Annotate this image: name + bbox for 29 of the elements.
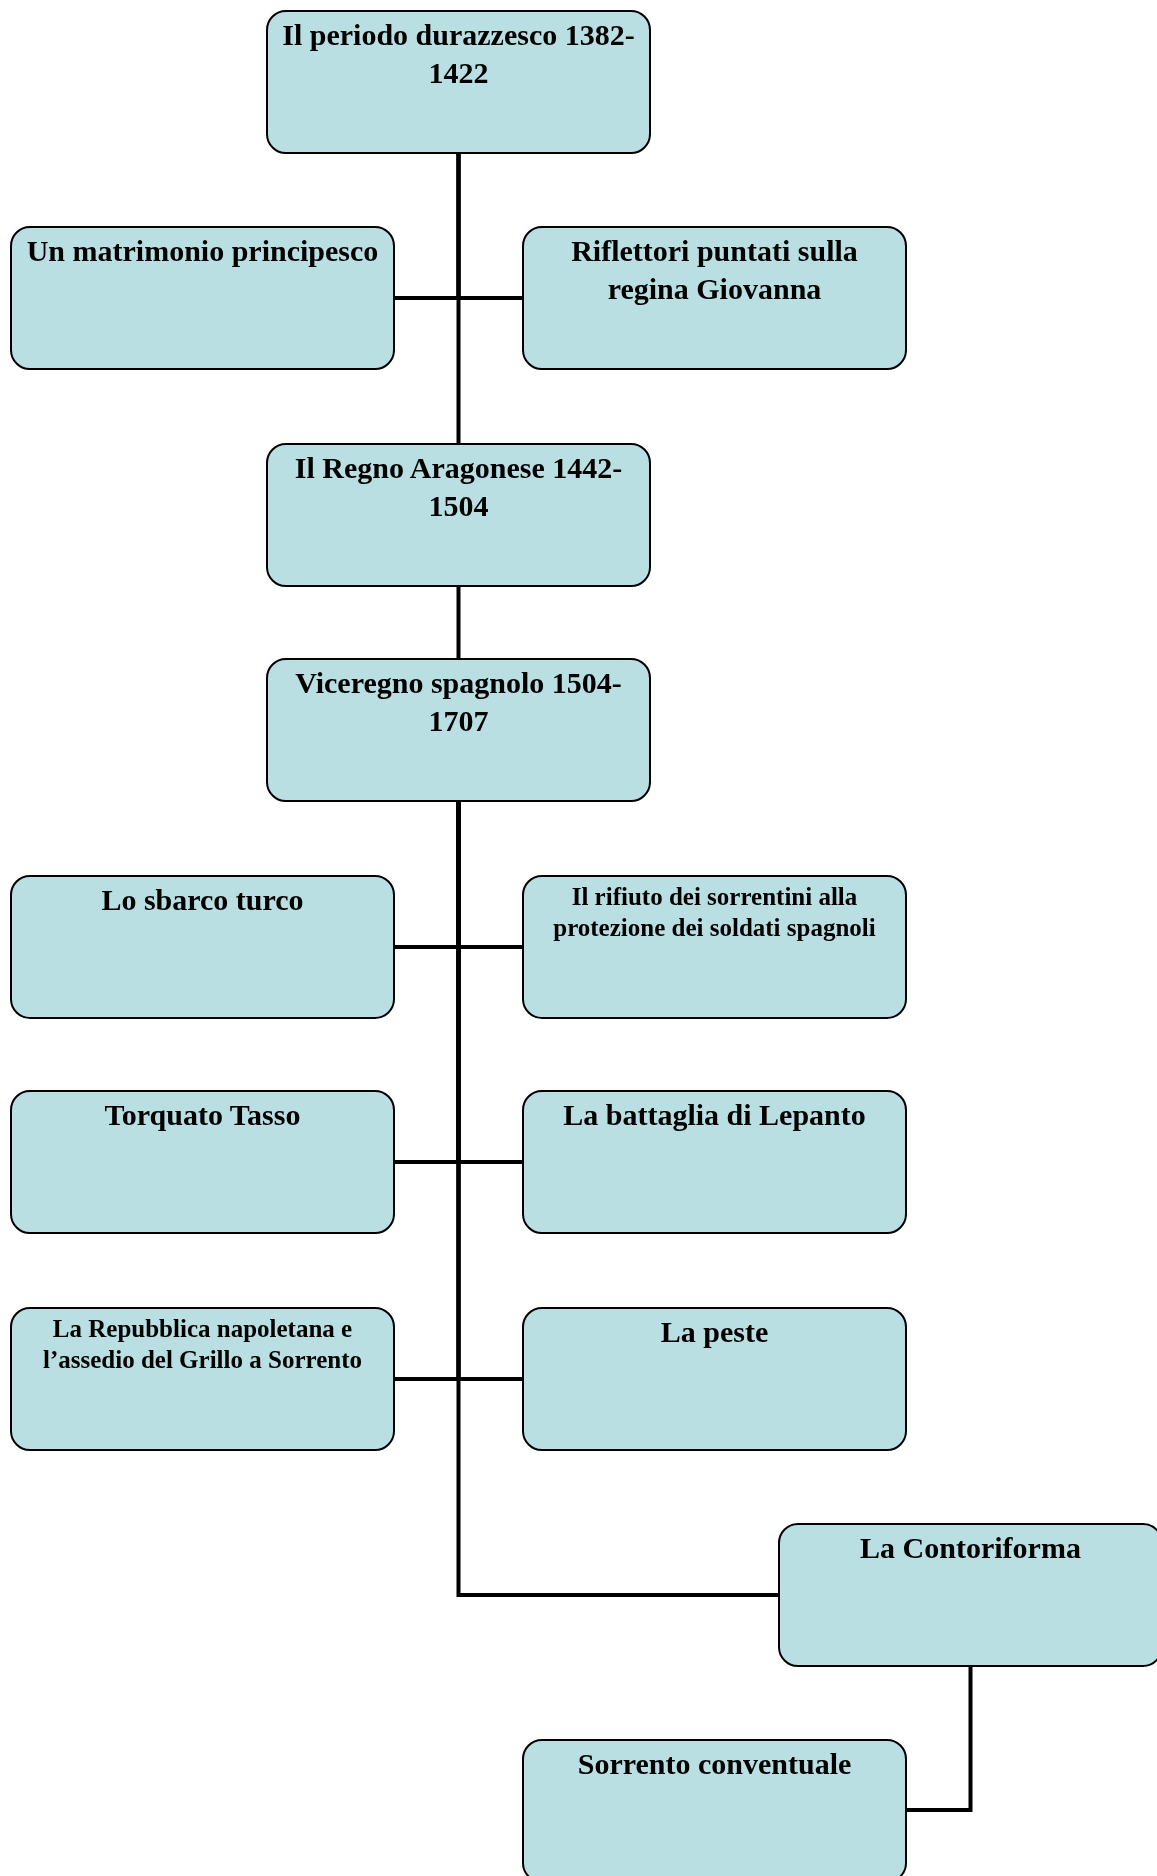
- connector-line: [907, 1667, 973, 1812]
- period-box: [522, 875, 907, 1019]
- connector-line: [456, 154, 461, 443]
- period-box: [522, 1307, 907, 1451]
- period-box: [522, 1739, 907, 1876]
- box-title: Riflettori puntati sulla regina Giovanna: [570, 233, 859, 307]
- box-title: Il Regno Aragonese 1442-1504: [293, 450, 624, 524]
- period-box: [522, 226, 907, 370]
- period-box: [778, 1523, 1157, 1667]
- box-title: Sorrento conventuale: [577, 1746, 852, 1782]
- box-title: La peste: [660, 1314, 769, 1350]
- period-box: [10, 1307, 395, 1451]
- box-title: Torquato Tasso: [104, 1097, 301, 1133]
- period-box: [266, 443, 651, 587]
- box-title: Viceregno spagnolo 1504-1707: [294, 665, 623, 739]
- period-box: [10, 875, 395, 1019]
- box-title: La battaglia di Lepanto: [563, 1097, 866, 1133]
- box-title: Lo sbarco turco: [101, 882, 304, 918]
- box-title: La Repubblica napoletana e l’assedio del Grillo a Sorrento: [42, 1314, 363, 1376]
- period-box: [266, 10, 651, 154]
- box-title: La Contoriforma: [860, 1530, 1081, 1566]
- connector-line: [456, 587, 461, 658]
- box-title: Il rifiuto dei sorrentini alla protezione dei soldati spagnoli: [552, 882, 877, 944]
- period-box: [522, 1090, 907, 1234]
- period-box: [10, 226, 395, 370]
- box-title: Il periodo durazzesco 1382-1422: [281, 17, 636, 91]
- period-box: [266, 658, 651, 802]
- box-title: Un matrimonio principesco: [26, 233, 379, 269]
- period-box: [10, 1090, 395, 1234]
